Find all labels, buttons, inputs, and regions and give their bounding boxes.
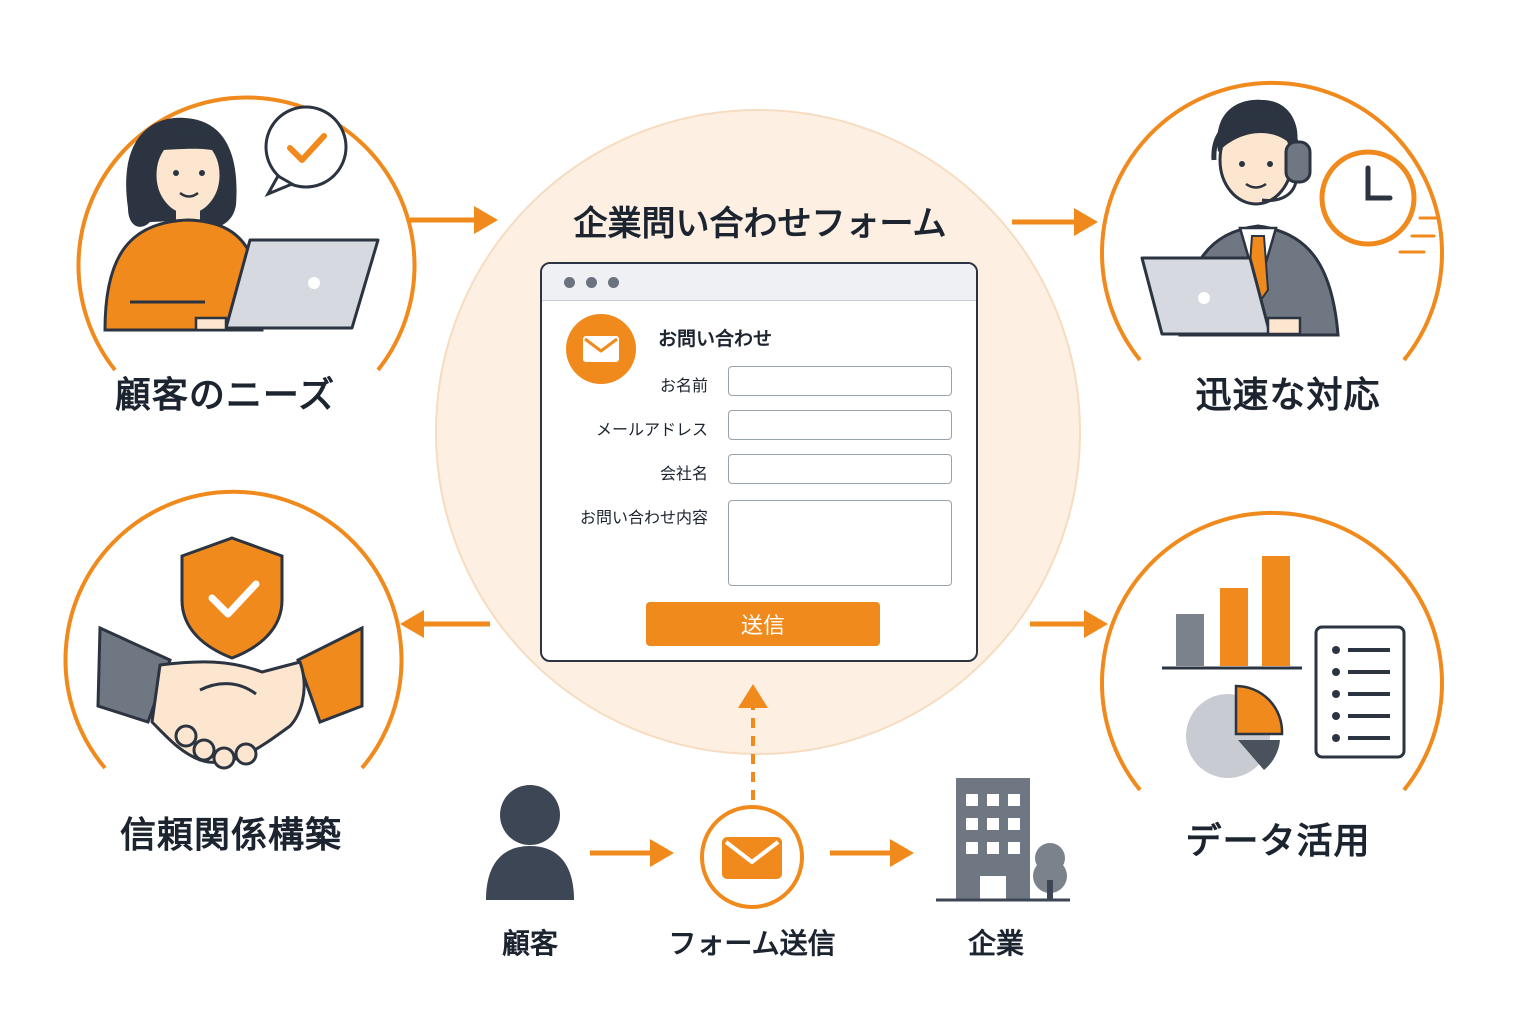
submit-button[interactable]: 送信 xyxy=(646,602,880,646)
company-field[interactable] xyxy=(728,454,952,484)
email-field-label: メールアドレス xyxy=(595,420,708,439)
woman-laptop-icon xyxy=(76,95,417,372)
message-field-label: お問い合わせ内容 xyxy=(579,508,708,527)
customer-needs-label: 顧客のニーズ xyxy=(114,375,336,416)
charts-icon xyxy=(1100,510,1444,792)
person-icon xyxy=(486,785,574,900)
arrow-form-to-response xyxy=(1012,208,1098,236)
support-agent-icon xyxy=(1100,80,1444,362)
form-heading: お問い合わせ xyxy=(658,328,773,350)
quick-response-label: 迅速な対応 xyxy=(1195,375,1381,416)
arrow-needs-to-form xyxy=(410,206,498,234)
handshake-shield-icon xyxy=(63,489,404,770)
data-use-label: データ活用 xyxy=(1185,821,1371,862)
message-field[interactable] xyxy=(728,500,952,586)
window-titlebar xyxy=(542,264,976,301)
arrow-customer-to-form xyxy=(590,839,674,867)
customer-flow-label: 顧客 xyxy=(501,927,558,960)
window-dot-icon xyxy=(608,277,619,288)
email-field[interactable] xyxy=(728,410,952,440)
mail-icon xyxy=(700,805,804,909)
building-icon xyxy=(936,778,1070,902)
window-dot-icon xyxy=(564,277,575,288)
arrow-form-to-data xyxy=(1030,610,1108,638)
arrow-form-to-company xyxy=(830,839,914,867)
company-field-label: 会社名 xyxy=(659,464,708,483)
name-field-label: お名前 xyxy=(659,376,708,395)
arrow-submit-to-form xyxy=(738,684,768,800)
inquiry-form-window: お問い合わせ お名前 メールアドレス 会社名 お問い合わせ内容 送信 xyxy=(540,262,978,662)
window-dot-icon xyxy=(586,277,597,288)
arrow-form-to-trust xyxy=(400,610,490,638)
form-title: 企業問い合わせフォーム xyxy=(573,204,947,244)
name-field[interactable] xyxy=(728,366,952,396)
company-flow-label: 企業 xyxy=(967,927,1024,960)
envelope-icon xyxy=(566,314,636,384)
form-submit-flow-label: フォーム送信 xyxy=(668,927,836,960)
trust-building-label: 信頼関係構築 xyxy=(119,815,342,856)
